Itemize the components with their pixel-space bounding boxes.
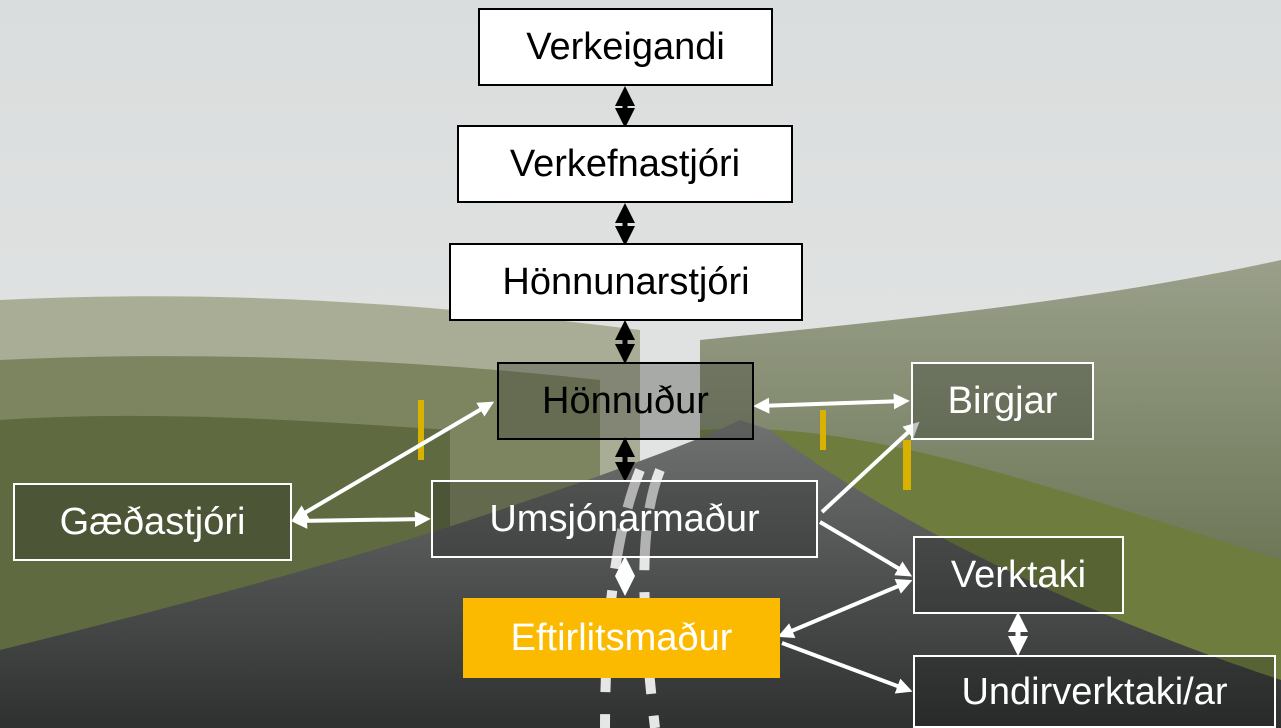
- arrow-gaedastjori-honnudur: [291, 401, 495, 521]
- arrow-eftirlitsmadur-undirverktaki: [781, 641, 913, 694]
- arrow-eftirlitsmadur-verktaki: [777, 578, 913, 639]
- arrow-gaedastjori-umsjonarmadur: [291, 511, 431, 529]
- node-eftirlitsmadur: Eftirlitsmaður: [463, 598, 780, 678]
- node-birgjar: Birgjar: [911, 362, 1094, 440]
- arrow-umsjonarmadur-verktaki: [818, 520, 913, 577]
- node-verkeigandi: Verkeigandi: [478, 8, 773, 86]
- node-verktaki: Verktaki: [913, 536, 1124, 614]
- node-verkefnastjori: Verkefnastjóri: [457, 125, 793, 203]
- node-umsjonarmadur: Umsjónarmaður: [431, 480, 818, 558]
- node-gaedastjori: Gæðastjóri: [13, 483, 292, 561]
- arrow-honnudur-birgjar: [753, 393, 910, 414]
- node-honnunarstjori: Hönnunarstjóri: [449, 243, 803, 321]
- node-undirverktaki: Undirverktaki/ar: [913, 655, 1276, 728]
- node-honnudur: Hönnuður: [497, 362, 754, 440]
- arrow-umsjonarmadur-birgjar: [820, 421, 920, 514]
